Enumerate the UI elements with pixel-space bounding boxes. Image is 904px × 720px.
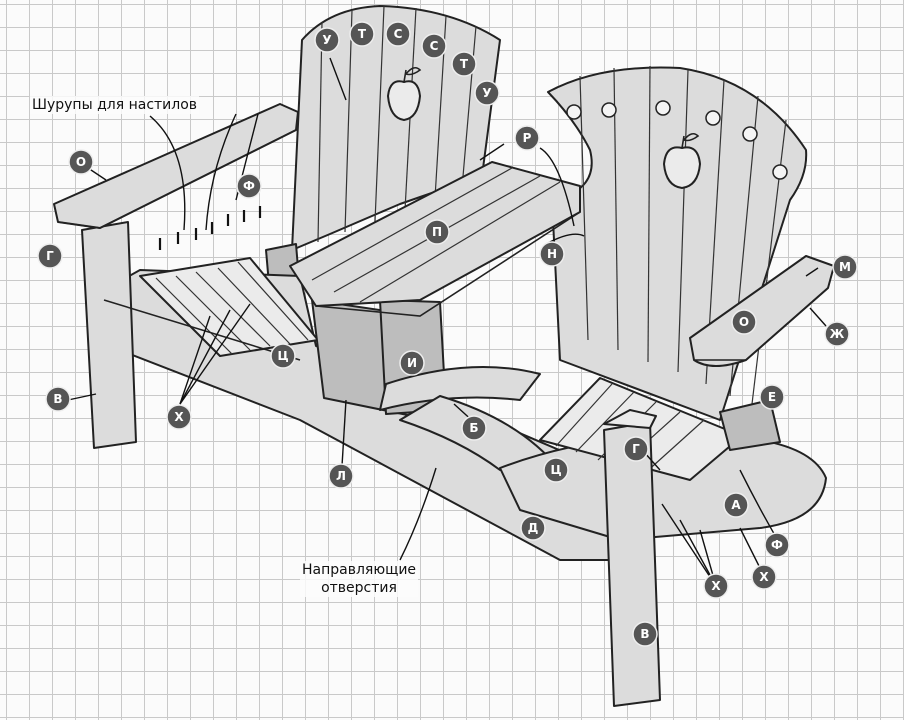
svg-text:Е: Е (768, 390, 776, 404)
callout-b: Б (461, 415, 487, 441)
svg-text:Д: Д (528, 521, 539, 535)
left-apple-cutout (387, 66, 422, 121)
svg-text:О: О (739, 315, 749, 329)
svg-text:Ж: Ж (830, 327, 845, 341)
svg-text:С: С (430, 39, 439, 53)
callout-kh1: Х (166, 404, 192, 430)
callout-i: И (399, 350, 425, 376)
svg-text:Ц: Ц (550, 463, 561, 477)
svg-text:Ц: Ц (277, 349, 288, 363)
callout-o2: О (731, 309, 757, 335)
svg-text:У: У (322, 33, 331, 47)
callout-n: Н (539, 241, 565, 267)
svg-text:Ф: Ф (243, 179, 255, 193)
callout-kh2: Х (703, 573, 729, 599)
svg-text:М: М (839, 260, 851, 274)
svg-text:Х: Х (711, 579, 721, 593)
callout-v1: В (45, 386, 71, 412)
svg-text:Г: Г (632, 442, 640, 456)
svg-text:И: И (407, 356, 417, 370)
pilot-holes-caption-line1: Направляющие (302, 562, 417, 578)
svg-text:В: В (640, 627, 649, 641)
svg-text:Ф: Ф (771, 538, 783, 552)
callout-g2: Г (623, 436, 649, 462)
svg-text:Б: Б (469, 421, 478, 435)
callout-d: Д (520, 515, 546, 541)
callout-p: П (424, 219, 450, 245)
callout-u1: У (314, 27, 340, 53)
svg-text:Н: Н (547, 247, 557, 261)
callout-ts2: Ц (543, 457, 569, 483)
left-chair-frame (53, 103, 621, 561)
svg-text:У: У (482, 86, 491, 100)
svg-text:Т: Т (358, 27, 367, 41)
right-apple-cutout (663, 132, 701, 189)
callout-v2: В (632, 621, 658, 647)
callout-r: Р (514, 125, 540, 151)
deck-screws-caption: Шурупы для настилов (30, 96, 200, 114)
callout-s2: С (421, 33, 447, 59)
callout-kh3: Х (751, 564, 777, 590)
callout-f1: Ф (236, 173, 262, 199)
svg-text:Г: Г (46, 249, 54, 263)
svg-text:Т: Т (460, 57, 469, 71)
svg-text:Х: Х (759, 570, 769, 584)
callout-ts1: Ц (270, 343, 296, 369)
svg-text:Р: Р (523, 131, 532, 145)
svg-text:П: П (432, 225, 442, 239)
callout-a: А (723, 492, 749, 518)
callout-s1: С (385, 21, 411, 47)
callout-f2: Ф (764, 532, 790, 558)
svg-text:В: В (53, 392, 62, 406)
svg-text:Х: Х (174, 410, 184, 424)
svg-text:Л: Л (336, 469, 346, 483)
svg-text:А: А (731, 498, 741, 512)
callout-m: М (832, 254, 858, 280)
callout-u2: У (474, 80, 500, 106)
callout-t2: Т (451, 51, 477, 77)
callout-t1: Т (349, 21, 375, 47)
svg-text:С: С (394, 27, 403, 41)
pilot-holes-caption-line2: отверстия (321, 580, 397, 596)
callout-e: Е (759, 384, 785, 410)
callout-g1: Г (37, 243, 63, 269)
callout-zh: Ж (824, 321, 850, 347)
callout-o1: О (68, 149, 94, 175)
pilot-holes-caption: Направляющие отверстия (300, 561, 419, 597)
svg-text:О: О (76, 155, 86, 169)
deck-screws (158, 206, 262, 250)
callout-l: Л (328, 463, 354, 489)
